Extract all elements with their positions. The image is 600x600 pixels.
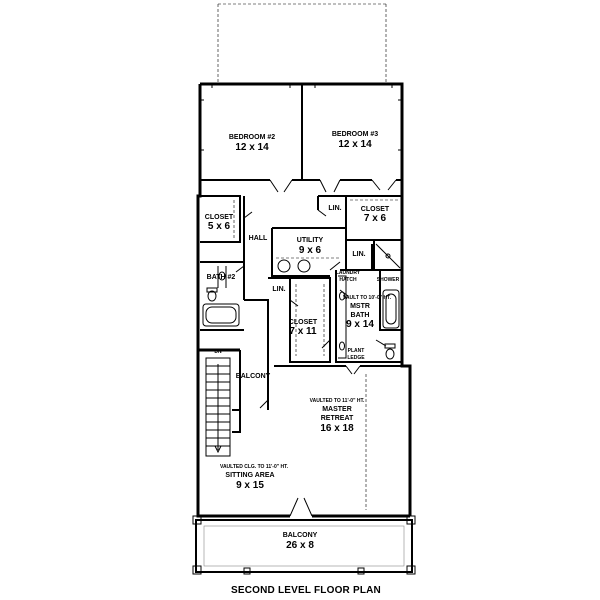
door-swings	[235, 179, 397, 517]
laundry-line1: LAUNDRY	[336, 270, 361, 276]
master-retreat-size: 16 x 18	[320, 423, 354, 434]
bedroom3-size: 12 x 14	[338, 139, 372, 150]
utility-size: 9 x 6	[299, 245, 322, 256]
master-retreat-line2: RETREAT	[321, 415, 354, 422]
windows	[200, 84, 402, 151]
lin-right-label: LIN.	[352, 251, 365, 258]
closet-shelves	[233, 199, 398, 510]
mstr-bath-line1: MSTR	[350, 303, 370, 310]
fixtures	[202, 243, 401, 360]
lin-mid-label: LIN.	[272, 286, 285, 293]
master-retreat-vault: VAULTED TO 11'-0" HT.	[310, 398, 365, 404]
balcony-bottom-name: BALCONY	[283, 532, 318, 539]
sitting-area-size: 9 x 15	[236, 480, 264, 491]
closet-center-name: CLOSET	[289, 319, 318, 326]
bath2-label: BATH #2	[207, 274, 236, 281]
balcony-inner-label: BALCONY	[236, 373, 271, 380]
laundry-line2: HATCH	[339, 277, 357, 283]
master-retreat-line1: MASTER	[322, 406, 352, 413]
stairs	[205, 357, 231, 457]
shower-label: SHOWER	[377, 277, 400, 283]
closet-right-name: CLOSET	[361, 206, 390, 213]
plan-title: SECOND LEVEL FLOOR PLAN	[231, 585, 381, 596]
lin-top-label: LIN.	[328, 205, 341, 212]
sitting-area-vault: VAULTED CLG. TO 11'-0" HT.	[220, 464, 289, 470]
bedroom3-name: BEDROOM #3	[332, 131, 378, 138]
stair-dn-label: DN	[214, 349, 222, 355]
roof-outline	[217, 3, 387, 84]
balcony-porch	[192, 515, 416, 575]
mstr-bath-size: 9 x 14	[346, 319, 374, 330]
mstr-bath-vault: VAULT TO 10'-0" HT.	[343, 295, 392, 301]
interior-walls	[200, 84, 402, 410]
closet-left-name: CLOSET	[205, 214, 234, 221]
closet-left-size: 5 x 6	[208, 221, 231, 232]
room-labels: BEDROOM #2 12 x 14 BEDROOM #3 12 x 14 CL…	[205, 131, 400, 551]
plant-ledge-line1: PLANT	[348, 348, 365, 354]
balcony-bottom-size: 26 x 8	[286, 540, 314, 551]
closet-center-size: 7 x 11	[289, 326, 317, 337]
utility-name: UTILITY	[297, 237, 324, 244]
bedroom2-name: BEDROOM #2	[229, 134, 275, 141]
plant-ledge-line2: LEDGE	[347, 355, 365, 361]
hall-label: HALL	[249, 235, 268, 242]
closet-right-size: 7 x 6	[364, 213, 387, 224]
sitting-area-name: SITTING AREA	[225, 472, 274, 479]
mstr-bath-line2: BATH	[351, 312, 370, 319]
bedroom2-size: 12 x 14	[235, 142, 269, 153]
